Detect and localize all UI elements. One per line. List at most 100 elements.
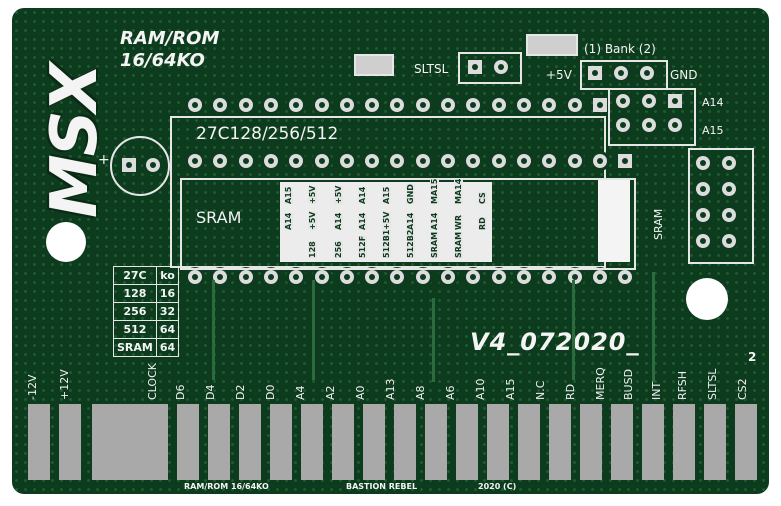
socket-top-pin-12 [466, 98, 481, 112]
socket-bottom-pin-10 [415, 270, 430, 284]
socket-top-pin-9 [390, 98, 405, 112]
socket-top-pin-16 [567, 98, 582, 112]
edge-label: CS2 [736, 378, 749, 400]
cfg-cell-a14-3: A14 [358, 186, 367, 204]
sltsl-jumper-outline [458, 52, 522, 84]
socket-top-pin-3 [238, 98, 253, 112]
cfg-512f: 512F [358, 235, 367, 258]
cfg-cs: CS [478, 192, 487, 204]
edge-finger [92, 404, 148, 480]
socket-bottom-pin-11 [441, 270, 455, 284]
socket-mid-pin-8 [365, 154, 380, 168]
a15-label: A15 [702, 124, 724, 137]
edge-label: BUSD [622, 368, 635, 400]
cfg-512b2: 512B2 [406, 229, 415, 258]
socket-bottom-pin-4 [263, 270, 278, 284]
capacitor-outline [110, 136, 170, 196]
socket-bottom-pin-8 [365, 270, 380, 284]
socket-bottom-pin-14 [516, 270, 531, 284]
socket-top-pin-14 [516, 98, 531, 112]
smd-component-2 [526, 34, 578, 56]
plus5v-label: +5V [546, 68, 572, 82]
cfg-512b1: 512B1 [382, 229, 391, 258]
socket-bottom-pin-16 [567, 270, 582, 284]
socket-mid-pin-9 [390, 154, 405, 168]
edge-label: RFSH [676, 370, 689, 400]
cfg-cell-a14-2: A14 [334, 212, 343, 230]
edge-finger [611, 404, 633, 480]
edge-label: A10 [474, 378, 487, 400]
cfg-cell-a14-4: A14 [358, 212, 367, 230]
size-table-cell: 16 [155, 284, 180, 303]
socket-bottom-pin-12 [466, 270, 481, 284]
sram-label: SRAM [196, 208, 242, 227]
socket-mid-pin-11 [441, 154, 455, 168]
addr-pin-4 [616, 118, 630, 132]
cfg-128: 128 [308, 241, 317, 258]
socket-mid-pin-17 [592, 154, 607, 168]
socket-mid-pin-14 [516, 154, 531, 168]
edge-label: A15 [504, 378, 517, 400]
edge-label: A4 [294, 385, 307, 400]
socket-mid-pin-10 [415, 154, 430, 168]
cfg-cell-5v-3: +5V [334, 185, 343, 204]
edge-label: D2 [234, 384, 247, 400]
mount-hole-left [46, 222, 86, 262]
bank-pin-2 [614, 66, 628, 80]
version-label: V4_072020_ [470, 328, 640, 356]
footer-middle: BASTION REBEL [346, 482, 418, 491]
socket-top-pin-5 [289, 98, 304, 112]
cfg-gnd: GND [406, 184, 415, 204]
edge-label: A13 [384, 378, 397, 400]
cfg-cell-5v-1: +5V [308, 185, 317, 204]
edge-label: N.C [534, 380, 547, 400]
addr-pin-6 [668, 118, 682, 132]
size-table-cell: 128 [113, 284, 157, 303]
hdr-pin-2 [722, 156, 736, 170]
socket-mid-pin-3 [238, 154, 253, 168]
socket-mid-pin-1 [188, 154, 202, 168]
bank-label: (1) Bank (2) [584, 42, 656, 56]
socket-mid-pin-16 [567, 154, 582, 168]
edge-label: A0 [354, 385, 367, 400]
hdr-pin-7 [696, 234, 710, 248]
socket-top-pin-6 [314, 98, 329, 112]
addr-pin-3 [668, 94, 682, 108]
cfg-a14-5: A14 [406, 212, 415, 230]
socket-bottom-pin-15 [542, 270, 557, 284]
socket-mid-pin-5 [289, 154, 304, 168]
mount-hole-right [686, 278, 728, 320]
edge-finger [270, 404, 292, 480]
edge-finger [704, 404, 726, 480]
size-table-cell: 32 [155, 302, 180, 321]
socket-top-pin-17 [592, 98, 607, 112]
address-jumper-outline [608, 88, 696, 146]
socket-bottom-pin-1 [188, 270, 202, 284]
socket-top-pin-11 [441, 98, 455, 112]
edge-finger [735, 404, 757, 480]
socket-top-pin-1 [188, 98, 202, 112]
edge-label: -12V [26, 374, 39, 401]
hdr-pin-1 [696, 156, 710, 170]
edge-label: SLTSL [706, 368, 719, 400]
edge-finger [59, 404, 81, 480]
capacitor-plus: + [98, 152, 110, 168]
edge-finger [394, 404, 416, 480]
hdr-pin-5 [696, 208, 710, 222]
bank-pin-1 [588, 66, 602, 80]
hdr-pin-8 [722, 234, 736, 248]
edge-label: CLOCK [146, 363, 159, 400]
cfg-cell-a15-2: A15 [382, 186, 391, 204]
size-table-cell: 512 [113, 320, 157, 339]
edge-label: INT [650, 381, 663, 400]
cfg-ma15: MA15 [430, 178, 439, 204]
board-title-line1: RAM/ROM [120, 28, 220, 49]
socket-mid-pin-18 [618, 154, 633, 168]
sltsl-pin-2 [494, 60, 508, 74]
smd-component-1 [354, 54, 394, 76]
size-table-cell: SRAM [113, 338, 157, 357]
sram-white-area [598, 180, 630, 262]
cfg-sram-1: SRAM [430, 231, 439, 258]
